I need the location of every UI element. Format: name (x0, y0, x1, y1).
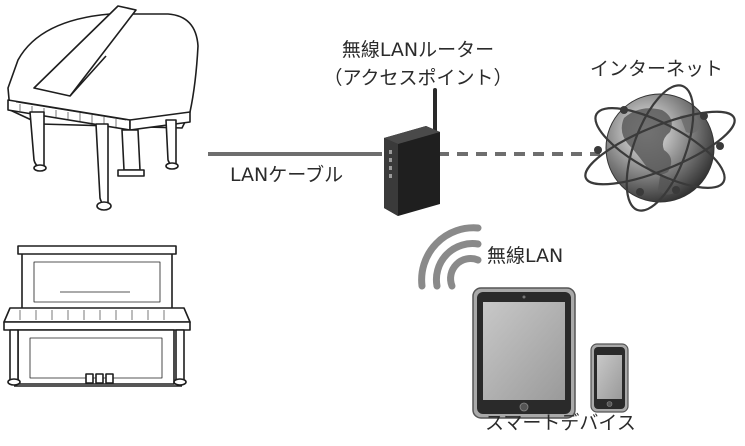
tablet-icon (472, 287, 576, 419)
upright-piano-icon (3, 245, 191, 387)
smart-device-label: スマートデバイス (485, 412, 636, 434)
grand-piano-icon (7, 5, 199, 211)
router-label-line2: （アクセスポイント） (323, 67, 513, 89)
smartphone-icon (590, 343, 629, 413)
wifi-signal-icon (418, 224, 482, 290)
globe-icon (584, 84, 736, 212)
router-label-line1: 無線LANルーター (341, 39, 495, 61)
wireless-lan-label: 無線LAN (487, 245, 564, 267)
lan-cable-label: LANケーブル (230, 164, 344, 186)
wireless-router-icon (384, 88, 440, 216)
router-label: 無線LANルーター （アクセスポイント） (318, 36, 518, 92)
internet-label: インターネット (590, 58, 724, 80)
